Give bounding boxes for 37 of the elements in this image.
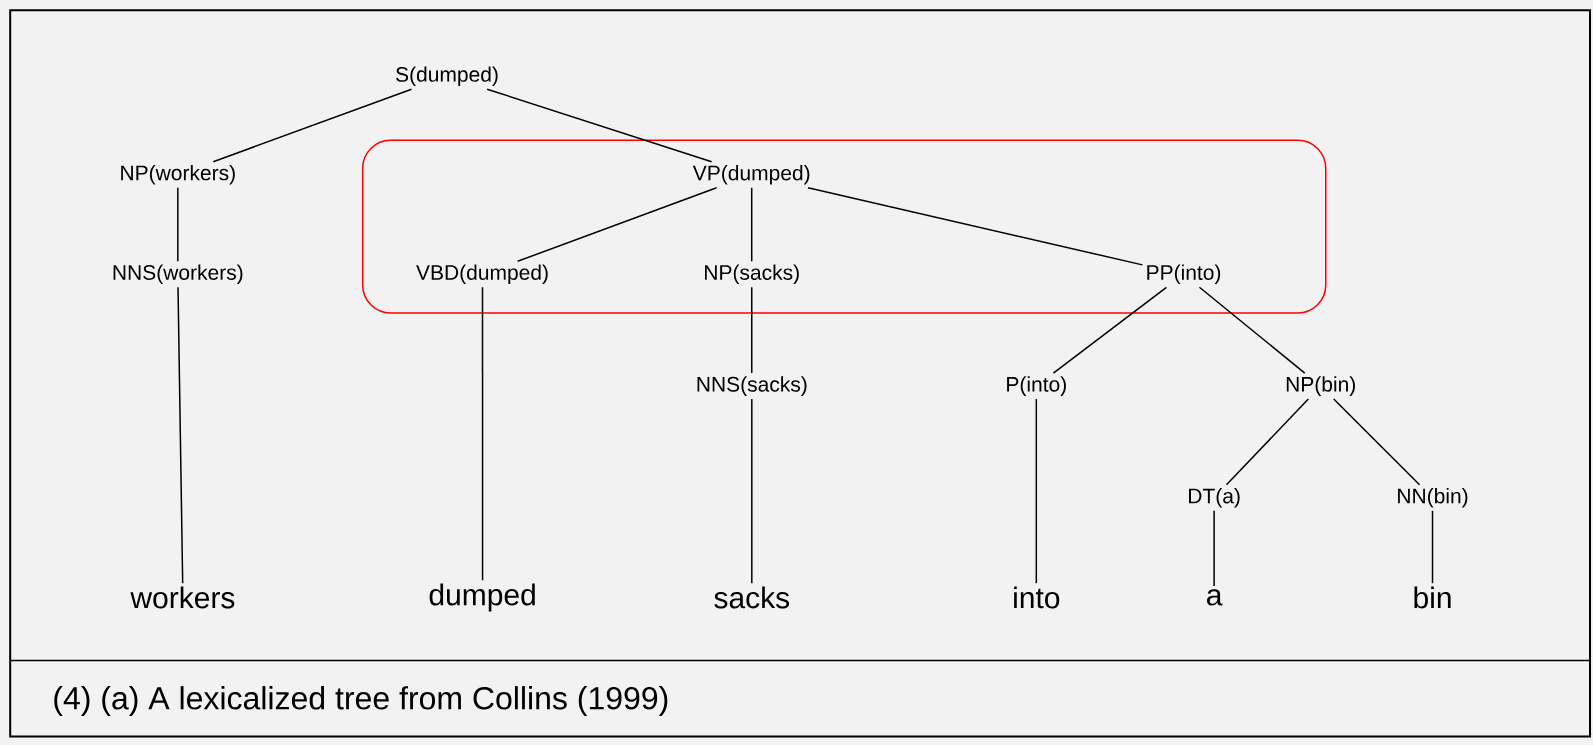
tree-branch <box>1035 398 1038 584</box>
tree-node-label: NNS(workers) <box>113 264 243 285</box>
tree-branch <box>751 398 753 584</box>
tree-branch <box>1052 286 1168 374</box>
tree-branch <box>486 88 713 163</box>
tree-node-label: VBD(dumped) <box>416 264 548 285</box>
word-label: sacks <box>714 586 790 609</box>
tree-branch <box>516 187 718 263</box>
word-label: a <box>1207 589 1223 606</box>
tree-node-label: P(into) <box>1007 376 1066 396</box>
tree-node-label: NN(bin) <box>1398 488 1468 508</box>
tree-node-label: S(dumped) <box>396 66 498 86</box>
tree-branch <box>212 88 413 163</box>
tree-node-label: NNS(sacks) <box>697 376 807 396</box>
tree-node-label: NP(workers) <box>121 164 235 185</box>
word-label: bin <box>1414 586 1451 609</box>
tree-branch <box>177 286 184 584</box>
tree-branch <box>1332 398 1421 486</box>
tree-branch <box>1431 510 1434 584</box>
tree-branch <box>1198 286 1306 374</box>
word-label: workers <box>130 586 235 609</box>
tree-branch <box>750 187 753 263</box>
tree-branch <box>177 186 179 263</box>
tree-branch <box>1225 398 1310 486</box>
tree-node-label: PP(into) <box>1147 264 1221 285</box>
caption: (4) (a) A lexicalized tree from Collins (1999) <box>54 686 668 716</box>
tree-branch <box>481 286 484 581</box>
tree-branch <box>807 187 1144 266</box>
tree-branch <box>1213 510 1215 587</box>
tree-branch <box>750 286 753 374</box>
tree-node-label: VP(dumped) <box>692 165 810 185</box>
highlight-box <box>361 139 1327 314</box>
tree-node-label: NP(sacks) <box>705 264 799 285</box>
word-label: dumped <box>429 583 535 612</box>
word-label: into <box>1014 586 1060 609</box>
tree-node-label: DT(a) <box>1189 488 1240 508</box>
tree-node-label: NP(bin) <box>1286 376 1355 396</box>
